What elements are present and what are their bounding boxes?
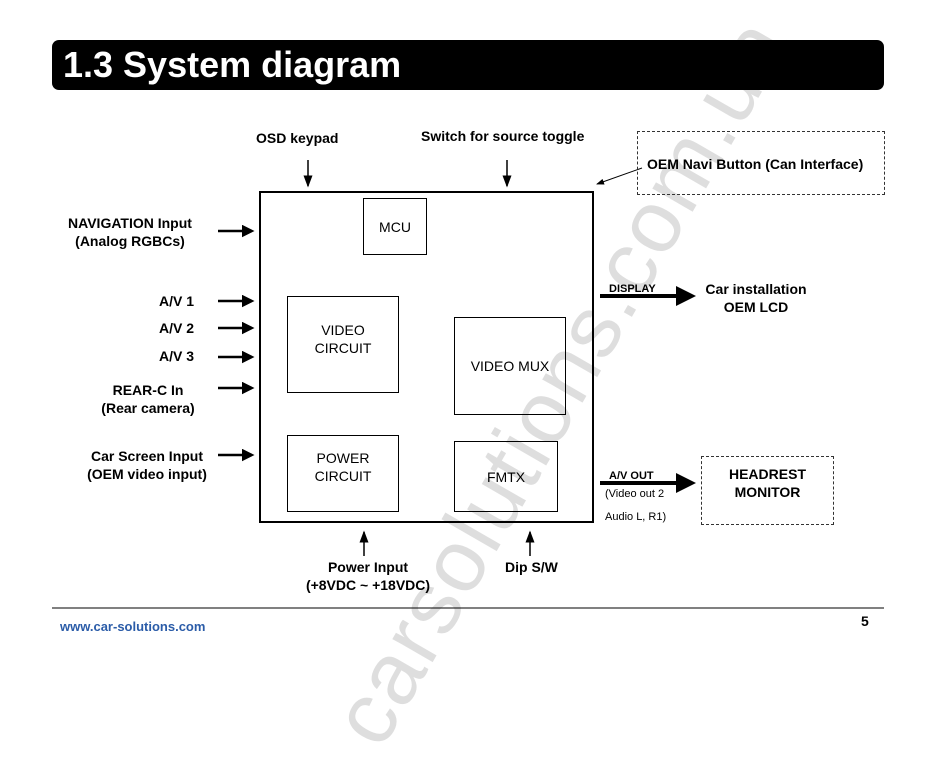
oem-navi-button-label: OEM Navi Button (Can Interface) (647, 156, 864, 172)
mcu-label: MCU (379, 218, 411, 235)
power-input-label: Power Input (+8VDC ~ +18VDC) (290, 558, 446, 594)
av1-label: A/V 1 (158, 293, 194, 309)
footer-url-link[interactable]: www.car-solutions.com (60, 619, 206, 634)
display-label: DISPLAY (609, 283, 656, 295)
page-title: 1.3 System diagram (63, 44, 402, 85)
rear-line1: REAR-C In (112, 382, 184, 398)
av3-label: A/V 3 (158, 348, 194, 364)
avout-detail-2: Audio L, R1) (605, 511, 667, 523)
page-number: 5 (861, 613, 869, 629)
video-circuit-label-2: CIRCUIT (314, 339, 372, 356)
video-mux-label: VIDEO MUX (470, 358, 550, 374)
fmtx-label: FMTX (486, 468, 526, 485)
osd-keypad-label: OSD keypad (256, 130, 339, 146)
video-mux-block: VIDEO MUX (454, 317, 566, 415)
lcd-line1: Car installation (705, 281, 807, 297)
rear-camera-label: REAR-C In (Rear camera) (80, 381, 216, 417)
navigation-input-label: NAVIGATION Input (Analog RGBCs) (55, 214, 205, 250)
avout-label: A/V OUT (609, 470, 654, 482)
power-input-line1: Power Input (327, 559, 409, 575)
car-line1: Car Screen Input (90, 448, 204, 464)
nav-line2: (Analog RGBCs) (75, 233, 185, 249)
diagram-arrows (52, 160, 884, 609)
car-line2: (OEM video input) (87, 466, 207, 482)
car-screen-input-label: Car Screen Input (OEM video input) (72, 447, 222, 483)
oem-navi-button-box (637, 131, 885, 195)
headrest-line1: HEADREST (728, 465, 806, 482)
avout-detail-1: (Video out 2 (605, 488, 665, 500)
headrest-line2: MONITOR (734, 483, 801, 500)
navi-button-arrow (596, 167, 643, 185)
main-unit-box (259, 191, 594, 523)
dip-switch-label: Dip S/W (505, 559, 558, 575)
title-bar (52, 40, 884, 90)
video-circuit-label-1: VIDEO (321, 321, 365, 338)
nav-line1: NAVIGATION Input (68, 215, 192, 231)
switch-label: Switch for source toggle (421, 128, 585, 144)
power-circuit-label-1: POWER (316, 449, 370, 466)
mcu-block: MCU (363, 198, 427, 255)
lcd-line2: OEM LCD (723, 299, 789, 315)
rear-line2: (Rear camera) (101, 400, 195, 416)
fmtx-block: FMTX (454, 441, 558, 512)
power-input-line2: (+8VDC ~ +18VDC) (305, 577, 431, 593)
power-circuit-label-2: CIRCUIT (314, 467, 372, 484)
av2-label: A/V 2 (158, 320, 194, 336)
